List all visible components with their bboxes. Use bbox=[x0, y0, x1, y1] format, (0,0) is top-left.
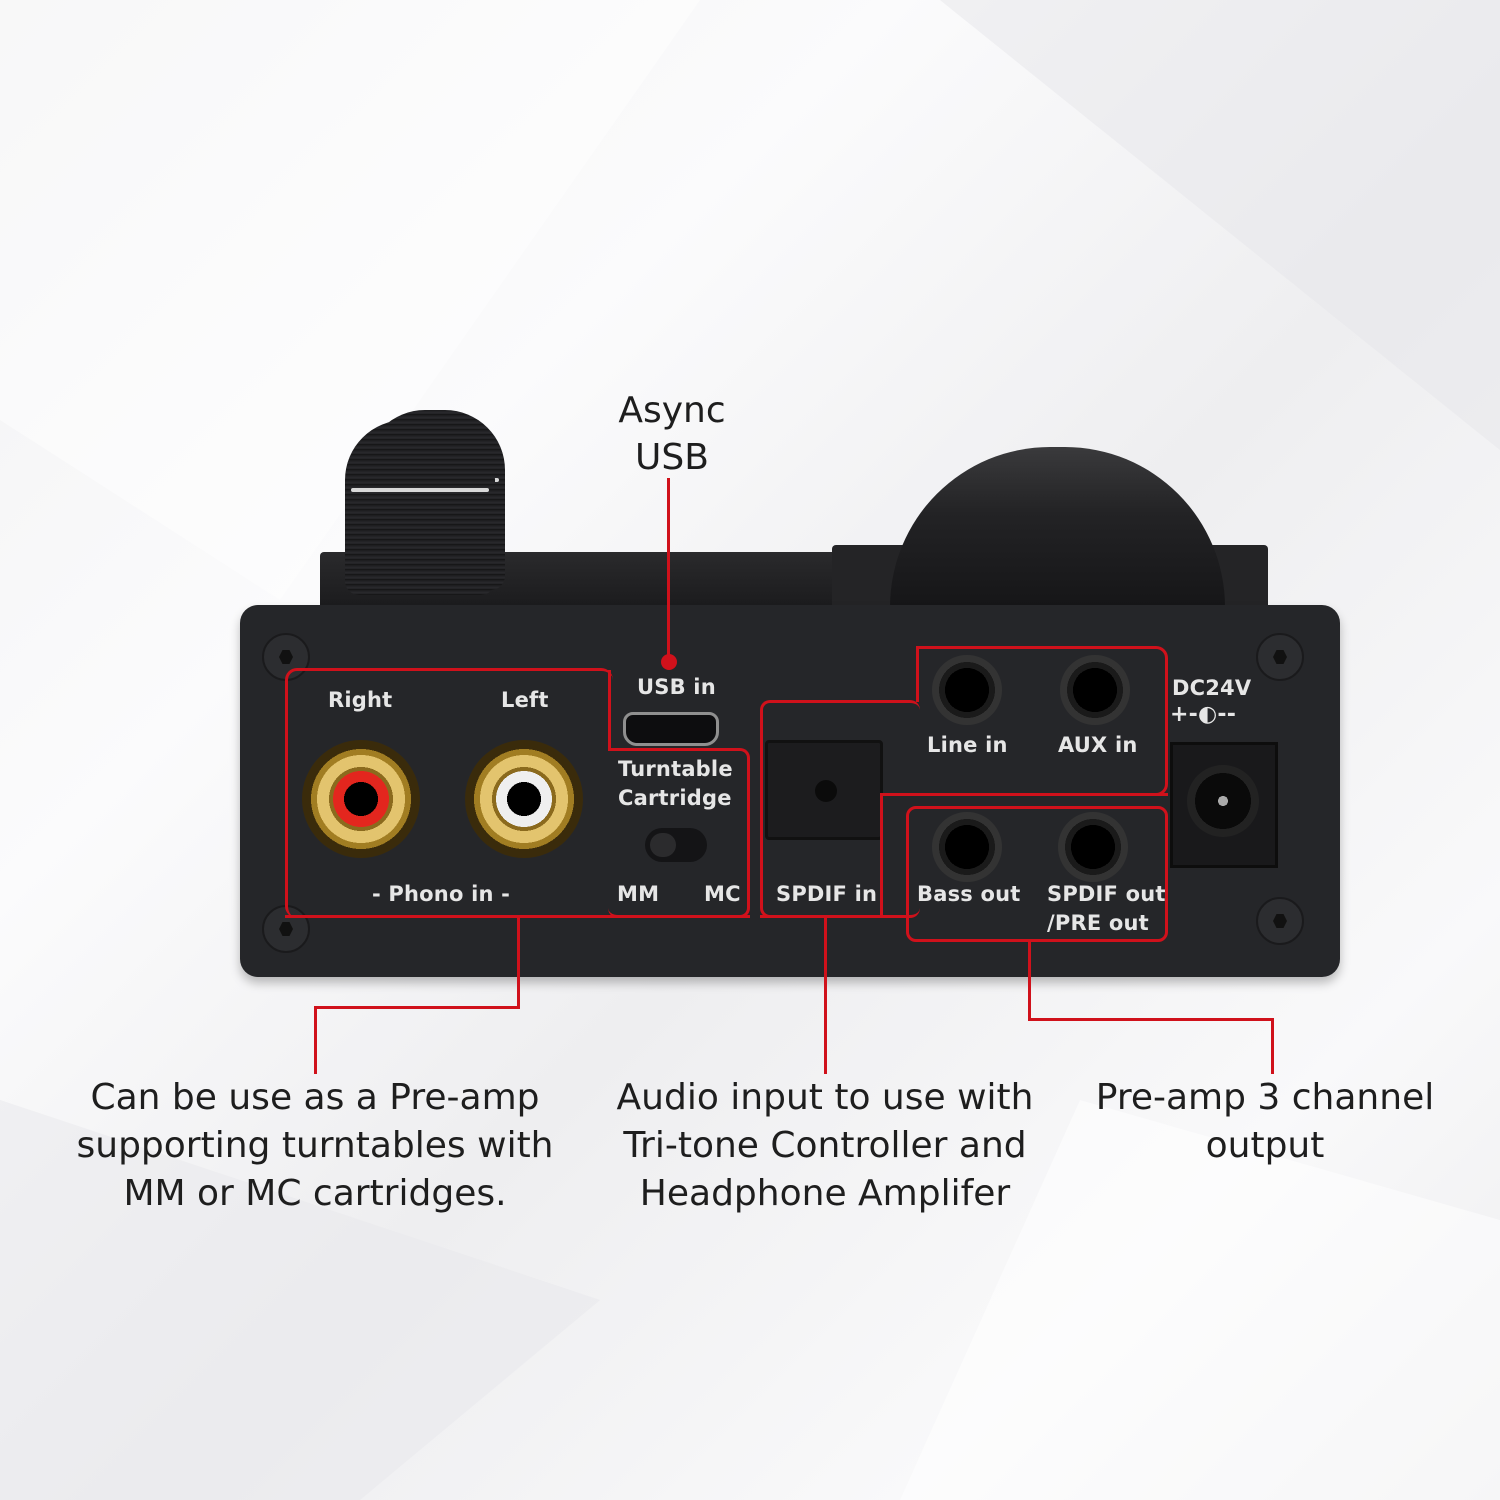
label-usb-in: USB in bbox=[637, 675, 716, 699]
preamp-output-caption: Pre-amp 3 channel output bbox=[1080, 1074, 1450, 1170]
cartridge-highlight-box bbox=[608, 748, 750, 918]
label-mm: MM bbox=[617, 882, 660, 906]
caption-line: output bbox=[1205, 1125, 1325, 1166]
spdif-in-optical-port[interactable] bbox=[765, 740, 883, 840]
screw-icon bbox=[1256, 897, 1304, 945]
usb-caption: Async USB bbox=[592, 387, 752, 481]
dc-power-jack[interactable] bbox=[1170, 742, 1278, 868]
label-cartridge: Cartridge bbox=[618, 786, 732, 810]
line-in-jack[interactable] bbox=[932, 655, 1002, 725]
label-right: Right bbox=[328, 688, 393, 712]
label-mc: MC bbox=[704, 882, 741, 906]
phono-leader-line bbox=[517, 918, 520, 1008]
label-bass-out: Bass out bbox=[917, 882, 1021, 906]
volume-knob[interactable] bbox=[345, 420, 495, 595]
aux-in-jack[interactable] bbox=[1060, 655, 1130, 725]
caption-line: Async bbox=[618, 390, 726, 431]
highlight-border bbox=[880, 793, 1168, 796]
output-leader-line bbox=[1028, 1018, 1274, 1021]
audio-input-caption: Audio input to use with Tri-tone Control… bbox=[600, 1074, 1050, 1218]
label-spdif-out: SPDIF out bbox=[1047, 882, 1166, 906]
dc-polarity-icon: +-◐-- bbox=[1170, 702, 1237, 727]
caption-line: Audio input to use with bbox=[616, 1077, 1034, 1118]
label-line-in: Line in bbox=[927, 733, 1008, 757]
usb-leader-line bbox=[667, 478, 670, 661]
label-spdif-in: SPDIF in bbox=[776, 882, 878, 906]
label-aux-in: AUX in bbox=[1058, 733, 1138, 757]
label-left: Left bbox=[501, 688, 549, 712]
phono-caption: Can be use as a Pre-amp supporting turnt… bbox=[60, 1074, 570, 1218]
caption-line: MM or MC cartridges. bbox=[123, 1173, 507, 1214]
screw-icon bbox=[262, 905, 310, 953]
line-aux-highlight-box bbox=[916, 646, 1168, 796]
output-leader-line bbox=[1028, 942, 1031, 1020]
usb-port[interactable] bbox=[623, 712, 719, 746]
caption-line: Can be use as a Pre-amp bbox=[90, 1077, 540, 1118]
caption-line: supporting turntables with bbox=[76, 1125, 554, 1166]
outputs-highlight-box bbox=[906, 806, 1168, 942]
output-leader-line bbox=[1271, 1018, 1274, 1074]
caption-line: Pre-amp 3 channel bbox=[1095, 1077, 1435, 1118]
audio-input-leader-line bbox=[824, 918, 827, 1074]
spdif-in-highlight-box bbox=[760, 700, 920, 918]
usb-leader-dot bbox=[661, 654, 677, 670]
highlight-border bbox=[608, 670, 611, 750]
highlight-border bbox=[880, 793, 883, 918]
transformer-cover bbox=[890, 447, 1225, 612]
caption-line: Tri-tone Controller and bbox=[623, 1125, 1027, 1166]
label-dc24v: DC24V bbox=[1172, 676, 1252, 700]
screw-icon bbox=[1256, 633, 1304, 681]
caption-line: Headphone Amplifer bbox=[639, 1173, 1011, 1214]
spdif-pre-out-jack[interactable] bbox=[1058, 812, 1128, 882]
phono-highlight-box bbox=[285, 668, 613, 918]
highlight-border bbox=[760, 915, 883, 918]
caption-line: USB bbox=[635, 437, 709, 478]
mm-mc-toggle-switch[interactable] bbox=[645, 828, 707, 862]
label-phono-in: - Phono in - bbox=[372, 882, 511, 906]
label-turntable: Turntable bbox=[618, 757, 733, 781]
bass-out-jack[interactable] bbox=[932, 812, 1002, 882]
highlight-border bbox=[916, 646, 919, 702]
highlight-border bbox=[285, 915, 750, 918]
phono-right-rca-jack[interactable] bbox=[302, 740, 420, 858]
label-pre-out: /PRE out bbox=[1047, 911, 1149, 935]
phono-leader-line bbox=[314, 1006, 520, 1009]
phono-left-rca-jack[interactable] bbox=[465, 740, 583, 858]
highlight-border bbox=[916, 646, 936, 649]
phono-leader-line bbox=[314, 1006, 317, 1074]
